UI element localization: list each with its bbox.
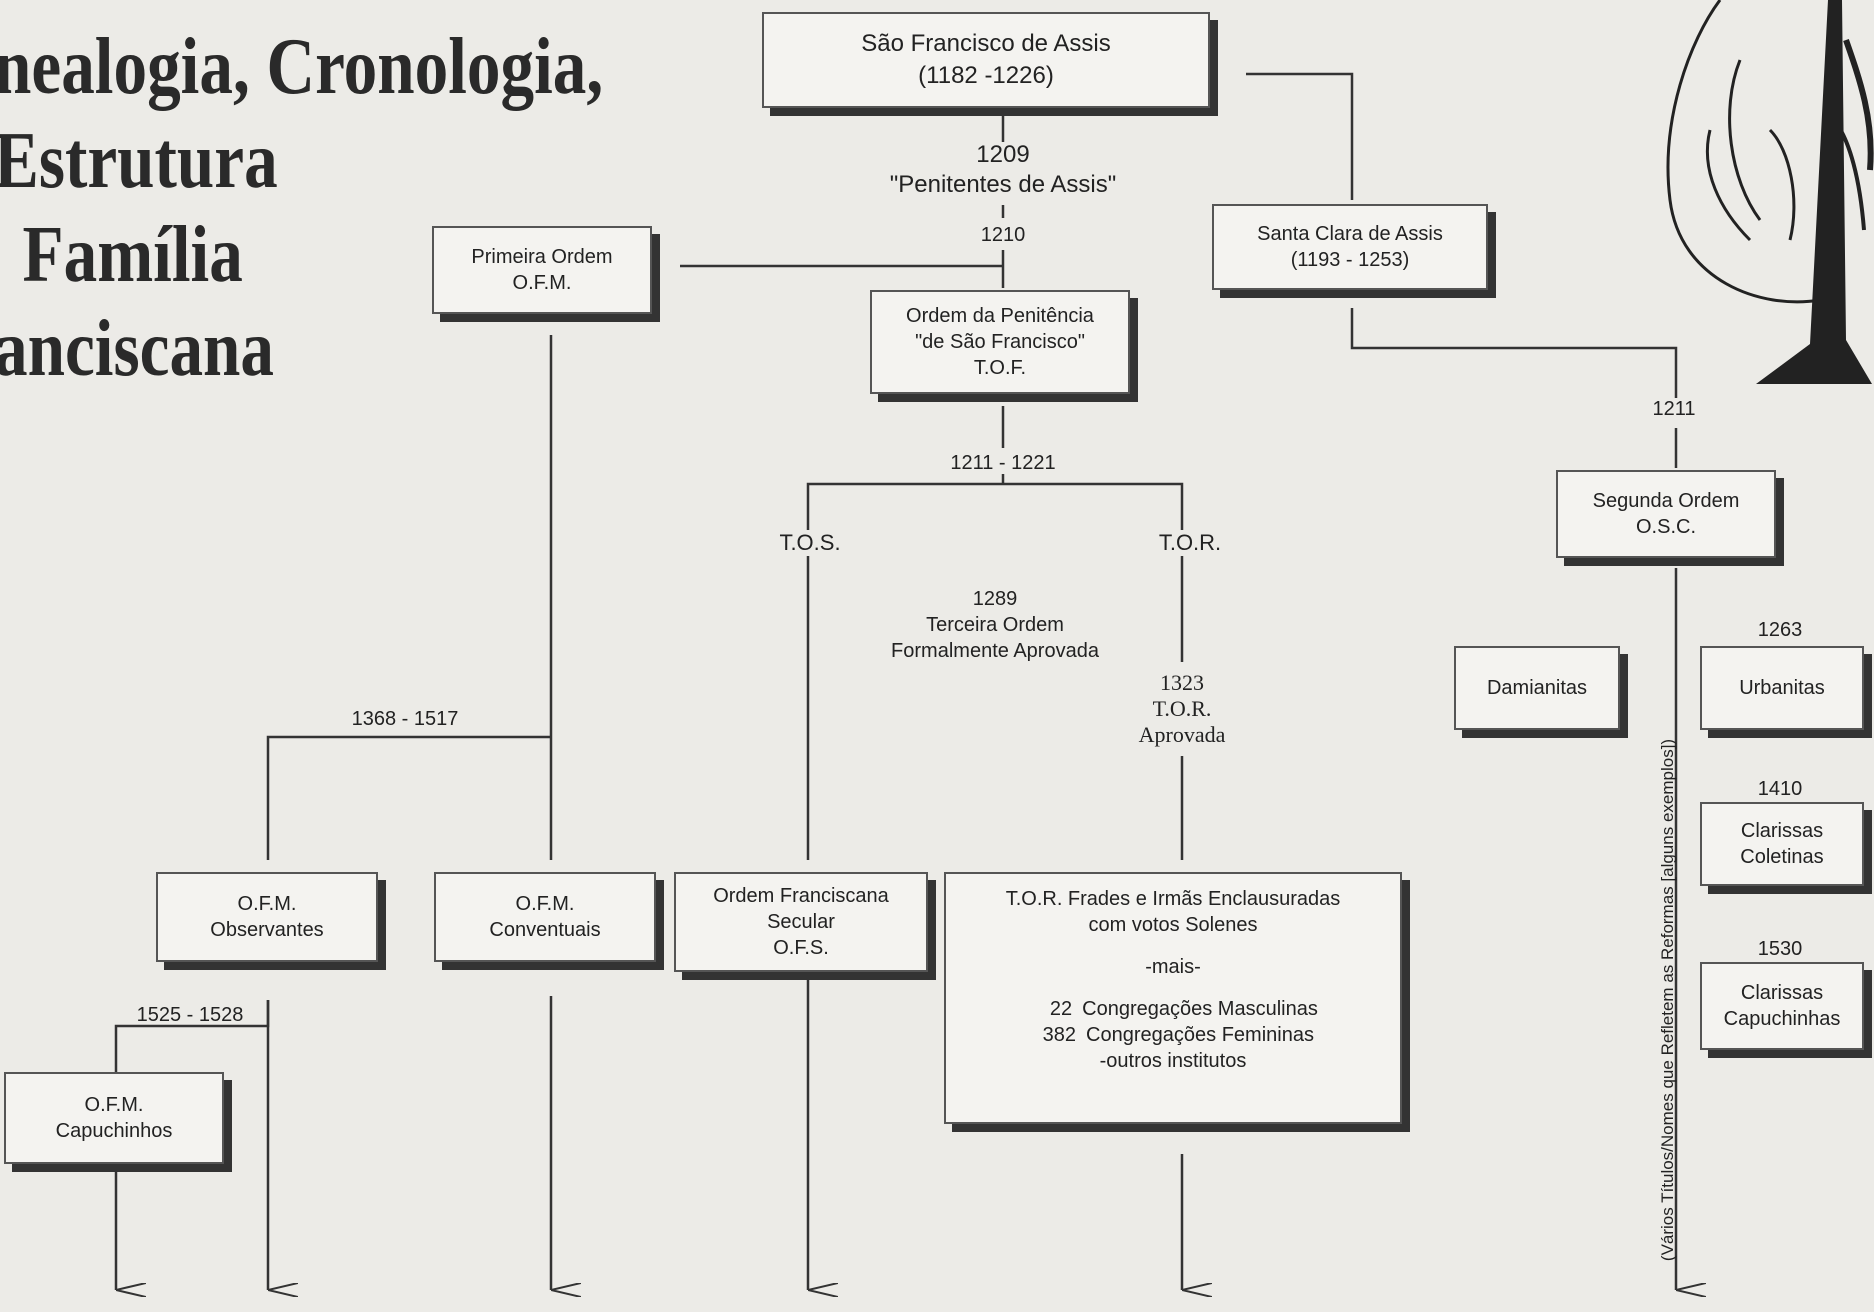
label-1323-block: 1323 T.O.R. Aprovada <box>1139 670 1226 748</box>
box-tor-line1: T.O.R. Frades e Irmãs Enclausuradas <box>1005 888 1341 910</box>
box-secular-abbr: O.F.S. <box>773 937 829 959</box>
box-secular-subtitle: Secular <box>767 911 835 933</box>
box-ordem-franciscana-secular: Ordem Franciscana Secular O.F.S. <box>674 872 928 972</box>
box-ordem-penitencia: Ordem da Penitência "de São Francisco" T… <box>870 290 1130 394</box>
line-clara-segunda <box>1350 308 1678 398</box>
box-capuchinhos-abbr: O.F.M. <box>84 1094 144 1116</box>
box-capuchinhos-name: Capuchinhos <box>55 1120 173 1142</box>
box-tor-frades: T.O.R. Frades e Irmãs Enclausuradas com … <box>944 872 1402 1124</box>
box-damianitas: Damianitas <box>1454 646 1620 730</box>
label-terceira-ordem: Terceira Ordem <box>926 614 1064 636</box>
box-sao-francisco: São Francisco de Assis (1182 -1226) <box>762 12 1210 108</box>
title-line-2: Estrutura <box>0 117 278 205</box>
box-penitencia-abbr: T.O.F. <box>973 357 1027 379</box>
box-segunda-ordem-abbr: O.S.C. <box>1635 516 1696 538</box>
label-1530: 1530 <box>1757 938 1803 960</box>
box-tor-count-masculinas: 22 <box>1049 998 1073 1020</box>
box-primeira-ordem: Primeira Ordem O.F.M. <box>432 226 652 314</box>
tree-illustration <box>1666 0 1874 384</box>
box-tor-row-masculinas: 22 Congregações Masculinas <box>1028 996 1318 1022</box>
box-penitencia-subtitle: "de São Francisco" <box>915 331 1085 353</box>
box-primeira-ordem-abbr: O.F.M. <box>512 272 572 294</box>
diagram-title: nealogia, Cronologia, Estrutura Família … <box>0 20 604 396</box>
box-urbanitas-name: Urbanitas <box>1739 677 1825 699</box>
box-segunda-ordem-name: Segunda Ordem <box>1592 490 1740 512</box>
box-clar-capuchinhas-line1: Clarissas <box>1740 982 1824 1004</box>
box-santa-clara-name: Santa Clara de Assis <box>1257 223 1443 245</box>
box-observantes-name: Observantes <box>210 919 324 941</box>
label-1289: 1289 <box>972 588 1018 610</box>
box-damianitas-name: Damianitas <box>1486 677 1588 699</box>
line-founder-clara <box>1246 72 1354 200</box>
box-sao-francisco-dates: (1182 -1226) <box>918 62 1054 89</box>
box-secular-name: Ordem Franciscana <box>713 885 889 907</box>
box-penitencia-name: Ordem da Penitência <box>906 305 1094 327</box>
box-observantes-abbr: O.F.M. <box>237 893 297 915</box>
box-santa-clara-dates: (1193 - 1253) <box>1290 249 1410 271</box>
title-line-4: anciscana <box>0 305 275 393</box>
label-tor-aprovada-name: T.O.R. <box>1152 696 1212 721</box>
line-observantes-branch <box>266 735 551 860</box>
box-tor-count-femininas: 382 <box>1042 1024 1077 1046</box>
box-clarissas-coletinas: Clarissas Coletinas <box>1700 802 1864 886</box>
box-coletinas-line1: Clarissas <box>1740 820 1824 842</box>
box-coletinas-line2: Coletinas <box>1740 846 1824 868</box>
label-1263: 1263 <box>1757 619 1803 641</box>
label-penitentes: "Penitentes de Assis" <box>889 171 1117 198</box>
box-conventuais-name: Conventuais <box>489 919 601 941</box>
label-1289-block: 1289 Terceira Ordem Formalmente Aprovada <box>891 586 1099 664</box>
box-urbanitas: Urbanitas <box>1700 646 1864 730</box>
box-conventuais-abbr: O.F.M. <box>515 893 575 915</box>
box-santa-clara: Santa Clara de Assis (1193 - 1253) <box>1212 204 1488 290</box>
box-segunda-ordem: Segunda Ordem O.S.C. <box>1556 470 1776 558</box>
box-ofm-conventuais: O.F.M. Conventuais <box>434 872 656 962</box>
box-tor-label-femininas: Congregações Femininas <box>1086 1024 1314 1046</box>
box-ofm-observantes: O.F.M. Observantes <box>156 872 378 962</box>
box-tor-outros: -outros institutos <box>1099 1050 1247 1072</box>
box-primeira-ordem-name: Primeira Ordem <box>471 246 613 268</box>
label-1410: 1410 <box>1757 778 1803 800</box>
label-1210: 1210 <box>980 224 1026 246</box>
line-tos-tor-branch <box>806 482 1184 530</box>
box-tor-label-masculinas: Congregações Masculinas <box>1082 998 1318 1020</box>
label-formalmente-aprovada: Formalmente Aprovada <box>891 640 1099 662</box>
title-line-3: Família <box>22 211 243 299</box>
box-tor-row-femininas: 382 Congregações Femininas <box>1032 1022 1314 1048</box>
label-tor: T.O.R. <box>1158 530 1222 555</box>
label-1525-1528: 1525 - 1528 <box>136 1004 244 1026</box>
label-1368-1517: 1368 - 1517 <box>351 708 459 730</box>
label-tos: T.O.S. <box>779 530 841 555</box>
label-1211: 1211 <box>1652 398 1696 420</box>
label-1211-1221: 1211 - 1221 <box>950 452 1056 474</box>
label-aprovada: Aprovada <box>1138 722 1226 747</box>
label-1209-text: 1209 <box>976 141 1030 168</box>
box-clarissas-capuchinhas: Clarissas Capuchinhas <box>1700 962 1864 1050</box>
label-1323: 1323 <box>1160 670 1204 695</box>
vertical-note-text: (Vários Títulos/Nomes que Refletem as Re… <box>1658 738 1677 1262</box>
box-clar-capuchinhas-line2: Capuchinhas <box>1723 1008 1841 1030</box>
box-sao-francisco-name: São Francisco de Assis <box>861 30 1111 57</box>
title-line-1: nealogia, Cronologia, <box>0 23 604 111</box>
label-1209: 1209 "Penitentes de Assis" <box>890 140 1117 200</box>
box-tor-mais: -mais- <box>1145 956 1201 978</box>
box-tor-line2: com votos Solenes <box>1088 914 1258 936</box>
box-ofm-capuchinhos: O.F.M. Capuchinhos <box>4 1072 224 1164</box>
